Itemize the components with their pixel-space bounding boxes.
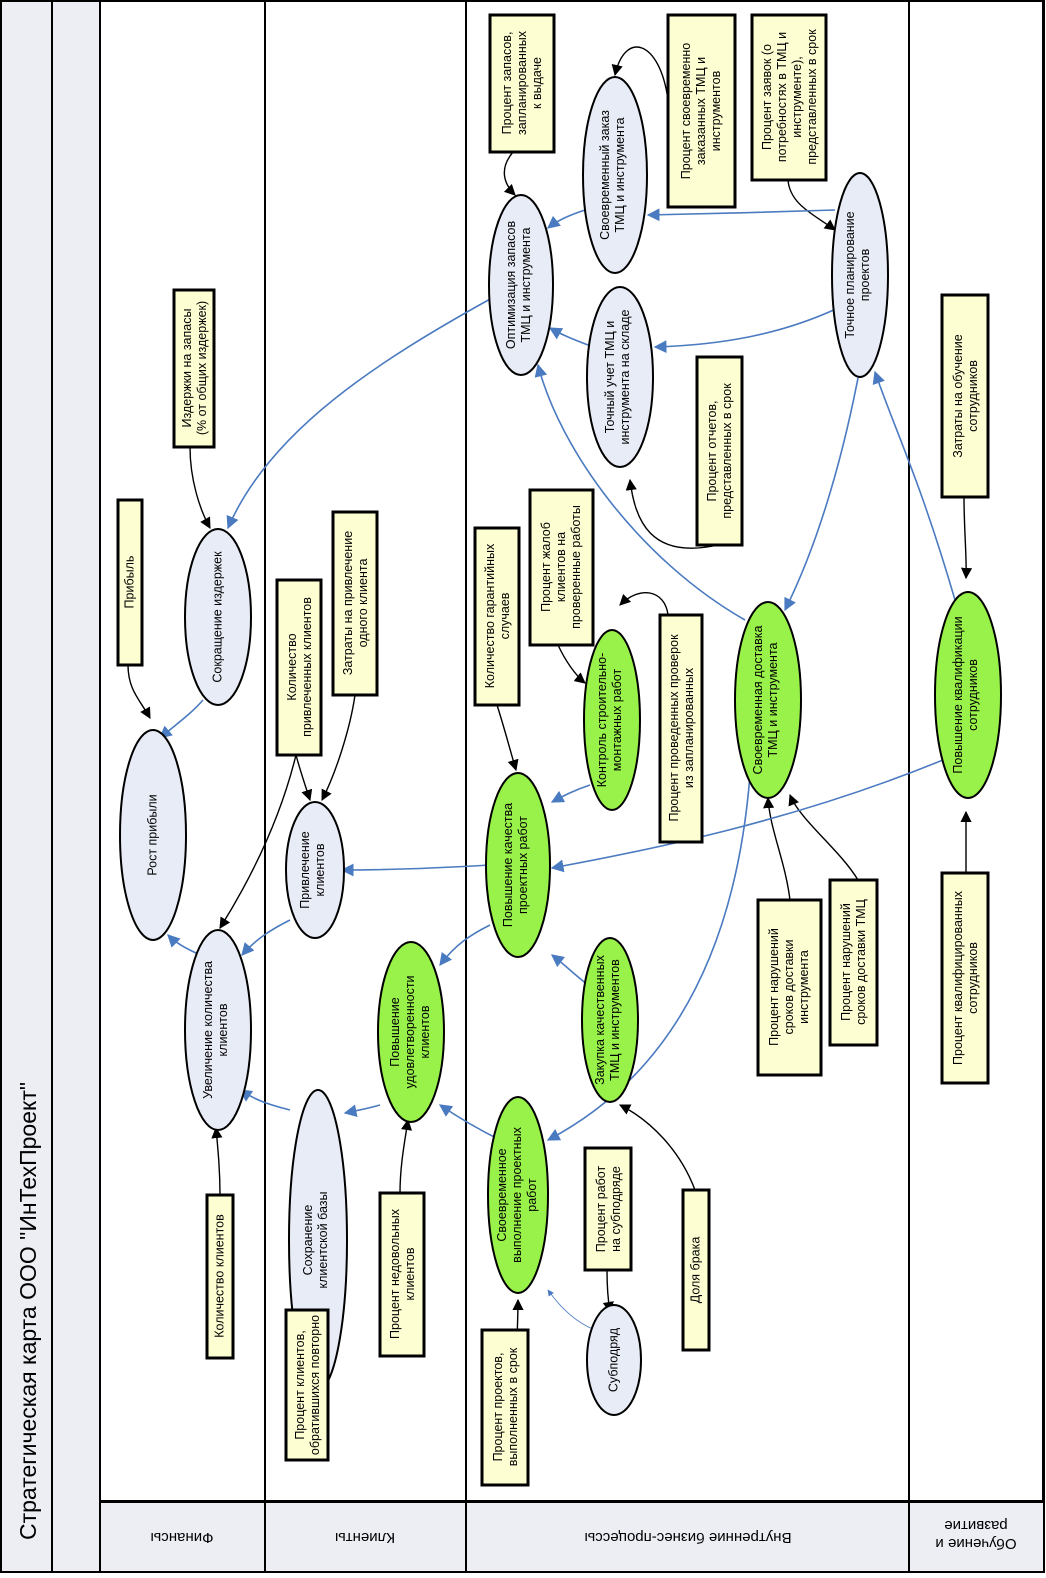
svg-text:Процент отчетов,представленных: Процент отчетов,представленных в срок [705,383,734,519]
indicator-inspections: Процент проведенных проверокиз запланиро… [658,613,704,844]
svg-text:Своевременная доставкаТМЦ и ин: Своевременная доставкаТМЦ и инструмента [751,626,780,775]
svg-text:Количество клиентов: Количество клиентов [212,1214,226,1338]
svg-text:Доля брака: Доля брака [688,1237,702,1304]
svg-text:Закупка качественныхТМЦ и инст: Закупка качественныхТМЦ и инструментов [593,954,622,1084]
objective-subcontract: Субподряд [586,1304,642,1416]
indicator-qualified-staff: Процент квалифицированныхсотрудников [940,871,990,1085]
svg-text:Процент заявок (опотребностях: Процент заявок (опотребностях в ТМЦ иинс… [760,29,819,165]
objective-quality-improvement: Повышение качествапроектных работ [485,772,551,958]
indicator-attraction-cost: Затраты на привлечениеодного клиента [331,510,379,697]
map-body [99,0,1044,1502]
svg-text:Процент проектов,выполненных в: Процент проектов,выполненных в срок [491,1347,520,1466]
indicator-client-count: Количество клиентов [205,1193,235,1360]
lane-clients-label: Клиенты [335,1529,395,1546]
lane-processes-label: Внутренние бизнес-процессы [584,1529,791,1546]
svg-text:Процент нарушенийсроков достав: Процент нарушенийсроков доставкиинструме… [767,928,811,1046]
indicator-complaints: Процент жалобклиентов напроверенные рабо… [528,488,595,647]
svg-text:Точный учет ТМЦ иинструмента н: Точный учет ТМЦ иинструмента на складе [603,309,632,444]
svg-text:Своевременноевыполнение проект: Своевременноевыполнение проектныхработ [495,1126,539,1262]
svg-text:Контроль строительно-монтажных: Контроль строительно-монтажных работ [595,653,624,788]
objective-accurate-accounting: Точный учет ТМЦ иинструмента на складе [586,286,654,468]
svg-text:Своевременный заказТМЦ и инстр: Своевременный заказТМЦ и инструмента [598,110,627,240]
svg-text:Процент нарушенийсроков достав: Процент нарушенийсроков доставки ТМЦ [839,898,868,1024]
svg-text:Оптимизация запасовТМЦ и инстр: Оптимизация запасовТМЦ и инструмента [504,221,533,350]
objective-client-attraction: Привлечениеклиентов [285,801,345,939]
indicator-requests-on-time: Процент заявок (опотребностях в ТМЦ иинс… [750,13,828,182]
svg-text:Процент проведенных проверокиз: Процент проведенных проверокиз запланиро… [667,634,696,822]
indicator-training-costs: Затраты на обучениесотрудников [940,293,990,499]
objective-satisfaction: Повышениеудовлетворенностиклиентов [377,941,445,1123]
svg-text:Количествопривлеченных клиенто: Количествопривлеченных клиентов [285,597,314,737]
indicator-reports-on-time: Процент отчетов,представленных в срок [695,355,744,547]
svg-text:Процент недовольныхклиентов: Процент недовольныхклиентов [388,1208,417,1339]
objective-quality-purchase: Закупка качественныхТМЦ и инструментов [581,937,639,1103]
objective-accurate-planning: Точное планированиепроектов [831,172,889,378]
svg-text:Повышение качествапроектных ра: Повышение качествапроектных работ [501,803,530,927]
svg-text:Количество гарантийныхслучаев: Количество гарантийныхслучаев [483,543,512,688]
svg-text:Сокращение издержек: Сокращение издержек [210,551,224,683]
objective-timely-execution: Своевременноевыполнение проектныхработ [487,1096,549,1294]
svg-text:Издержки на запасы(% от общих: Издержки на запасы(% от общих издержек) [180,301,209,435]
svg-text:Повышениеудовлетворенностиклие: Повышениеудовлетворенностиклиентов [388,975,432,1088]
objective-timely-delivery: Своевременная доставкаТМЦ и инструмента [734,601,802,799]
indicator-inventory-costs: Издержки на запасы(% от общих издержек) [172,288,216,449]
indicator-tmc-delivery-violations: Процент нарушенийсроков доставки ТМЦ [828,878,879,1047]
svg-text:Рост прибыли: Рост прибыли [145,794,159,875]
indicator-clients-attracted: Количествопривлеченных клиентов [275,578,323,757]
objective-cost-reduction: Сокращение издержек [184,528,252,706]
objective-qualification: Повышение квалификациисотрудников [934,591,1002,799]
svg-text:Процент работна субподряде: Процент работна субподряде [594,1166,623,1253]
svg-text:Увеличение количестваклиентов: Увеличение количестваклиентов [201,961,230,1099]
indicator-profit: Прибыль [116,498,144,667]
svg-text:Процент запасов,запланированны: Процент запасов,запланированныхк выдаче [500,30,544,135]
svg-text:Привлечениеклиентов: Привлечениеклиентов [298,831,327,908]
indicator-tool-delivery-violations: Процент нарушенийсроков доставкиинструме… [756,898,823,1077]
svg-text:Точное планированиепроектов: Точное планированиепроектов [843,211,872,338]
svg-text:Процент своевременнозаказанных: Процент своевременнозаказанных ТМЦ иинст… [679,43,723,180]
objective-construction-control: Контроль строительно-монтажных работ [583,629,641,811]
objective-timely-order: Своевременный заказТМЦ и инструмента [582,76,648,274]
svg-text:Затраты на привлечениеодного к: Затраты на привлечениеодного клиента [341,531,370,675]
svg-text:Затраты на обучениесотрудников: Затраты на обучениесотрудников [951,334,980,458]
lane-learning-label: Обучение иразвитие [935,1517,1016,1552]
indicator-subcontract-share: Процент работна субподряде [583,1146,633,1272]
indicator-dissatisfied: Процент недовольныхклиентов [378,1191,426,1358]
indicator-timely-ordered: Процент своевременнозаказанных ТМЦ иинст… [666,13,737,209]
svg-text:Процент квалифицированныхсотру: Процент квалифицированныхсотрудников [951,890,980,1065]
indicator-defect-share: Доля брака [681,1188,711,1352]
indicator-warranty-cases: Количество гарантийныхслучаев [473,526,521,707]
svg-text:Прибыль: Прибыль [122,556,136,609]
svg-text:Процент клиентов,обратившихся: Процент клиентов,обратившихся повторно [293,1315,322,1455]
indicator-repeat-clients-box-real: Процент клиентов,обратившихся повторно [284,1308,330,1462]
svg-text:Повышение квалификациисотрудни: Повышение квалификациисотрудников [951,616,980,773]
indicator-stock-planned: Процент запасов,запланированныхк выдаче [488,13,556,154]
objective-profit-growth: Рост прибыли [119,729,187,941]
objective-inventory-optimization: Оптимизация запасовТМЦ и инструмента [488,194,554,376]
svg-text:Субподряд: Субподряд [606,1327,620,1392]
objective-client-count-increase: Увеличение количестваклиентов [184,929,252,1131]
lane-finance-label: Финансы [151,1529,214,1546]
svg-text:Процент жалобклиентов напровер: Процент жалобклиентов напроверенные рабо… [539,505,583,629]
indicator-projects-on-time: Процент проектов,выполненных в срок [480,1328,530,1487]
svg-text:Сохранениеклиентской базы: Сохранениеклиентской базы [301,1191,330,1288]
page-title: Стратегическая карта ООО "ИнТехПроект" [15,1082,41,1540]
